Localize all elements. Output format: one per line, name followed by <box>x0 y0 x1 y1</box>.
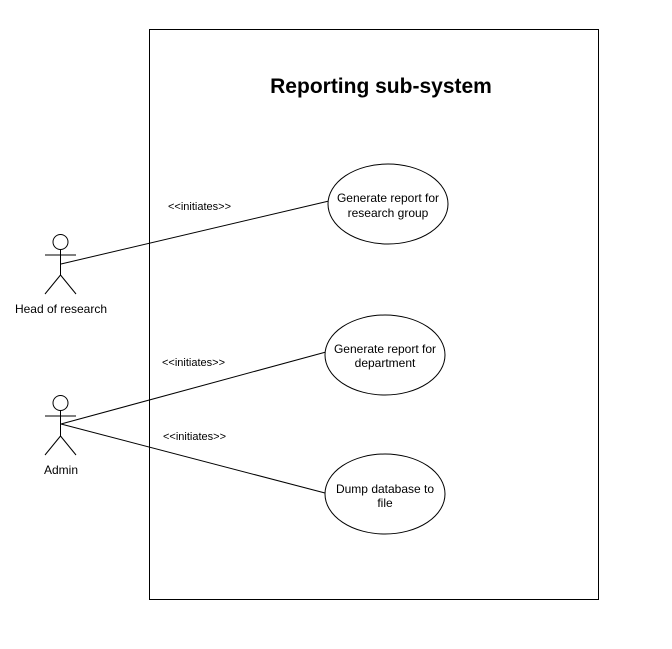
actor-admin-icon <box>52 395 69 411</box>
use-case-generate-report-department[interactable]: Generate report for department <box>324 314 446 396</box>
use-case-label-line: Dump database to <box>336 482 434 496</box>
association-admin-uc3 <box>60 423 326 494</box>
system-boundary <box>149 29 599 600</box>
use-case-label-line: Generate report for <box>334 342 436 356</box>
actor-label-admin: Admin <box>44 463 78 477</box>
association-label-head-uc1: <<initiates>> <box>168 201 231 213</box>
use-case-label-line: department <box>355 356 416 370</box>
actor-label-head-of-research: Head of research <box>15 302 107 316</box>
system-title: Reporting sub-system <box>270 75 492 98</box>
use-case-label-line: file <box>377 496 393 510</box>
association-label-admin-uc2: <<initiates>> <box>162 357 225 369</box>
actor-head-of-research[interactable] <box>44 234 77 295</box>
actor-head-icon <box>52 234 69 250</box>
use-case-label-line: Generate report for <box>337 191 439 205</box>
association-label-admin-uc3: <<initiates>> <box>163 431 226 443</box>
association-head-uc1 <box>60 200 330 265</box>
use-case-generate-report-research-group[interactable]: Generate report for research group <box>327 163 449 245</box>
use-case-label-line: research group <box>348 206 429 220</box>
actor-admin[interactable] <box>44 395 77 456</box>
use-case-dump-database[interactable]: Dump database to file <box>324 453 446 535</box>
association-admin-uc2 <box>60 351 327 425</box>
